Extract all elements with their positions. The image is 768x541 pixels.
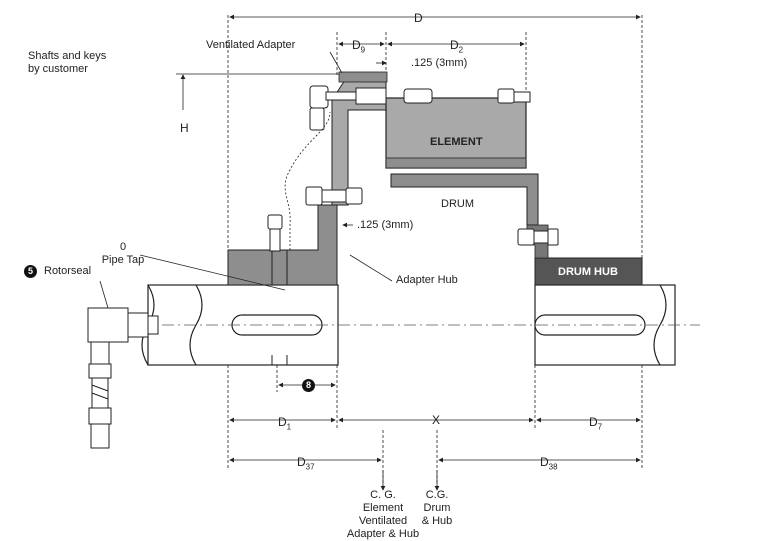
- ventilated-adapter-label: Ventilated Adapter: [206, 39, 296, 51]
- vent-path: [284, 111, 331, 250]
- dim-X-label: X: [432, 413, 441, 427]
- pipe-tap-label: 0 Pipe Tap: [101, 241, 145, 266]
- dim-D38-label: D38: [540, 455, 558, 472]
- dim-D1-label: D1: [278, 415, 292, 432]
- rotorseal-assembly: [87, 307, 159, 449]
- drum-hub-label: DRUM HUB: [558, 266, 618, 278]
- element-block: [385, 97, 527, 169]
- shafts-keys-label: Shafts and keys by customer: [28, 50, 107, 75]
- dim-D-label: D: [414, 11, 423, 25]
- dim-D9-label: D9: [352, 38, 366, 55]
- leader-pipe-tap: [139, 254, 286, 291]
- bore-callout: 8: [302, 379, 315, 392]
- dim-H-label: H: [180, 121, 189, 135]
- leader-rotorseal: [99, 280, 109, 309]
- drum-label: DRUM: [441, 198, 474, 210]
- drum-hub-block: [534, 257, 643, 286]
- element-label: ELEMENT: [430, 136, 483, 148]
- dim-D37-label: D37: [297, 455, 315, 472]
- gap-mid-label: .125 (3mm): [357, 219, 414, 231]
- leader-ventilated-adapter: [329, 51, 343, 74]
- adapter-hub-label: Adapter Hub: [396, 274, 458, 286]
- leader-adapter-hub: [349, 254, 393, 282]
- rotorseal-label: Rotorseal: [44, 265, 92, 277]
- rotorseal-callout: 5: [24, 265, 37, 278]
- cg-left-label: C. G. Element Ventilated Adapter & Hub: [346, 489, 420, 540]
- bolt-fittings: [267, 85, 559, 252]
- gap-top-label: .125 (3mm): [411, 57, 468, 69]
- cg-right-label: C.G. Drum & Hub: [421, 489, 453, 527]
- dim-D2-label: D2: [450, 38, 464, 55]
- hub-bolt-lines: [271, 250, 288, 365]
- dim-D7-label: D7: [589, 415, 603, 432]
